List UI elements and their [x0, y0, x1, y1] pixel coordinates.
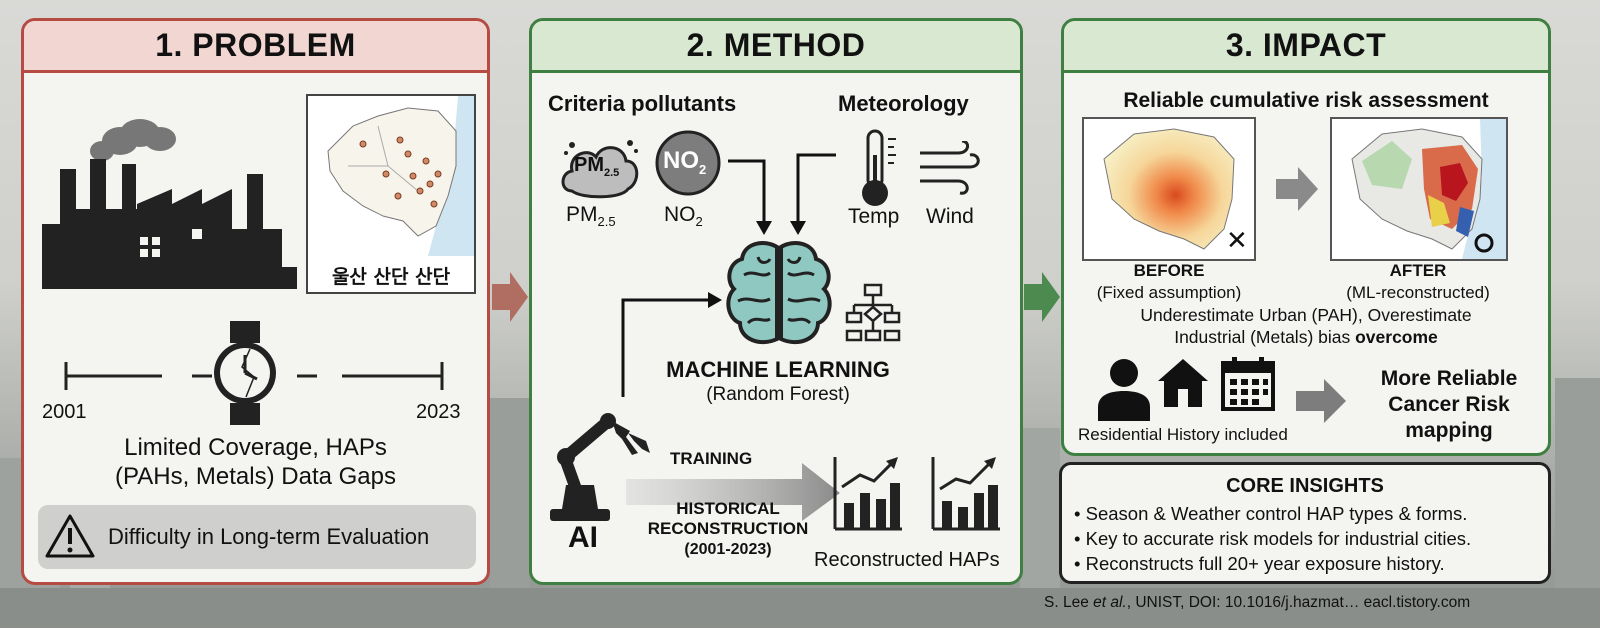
reconstructed-chart-icon-2 — [931, 457, 1000, 531]
map-label: 울산 산단 산단 — [331, 266, 451, 288]
reliable-line-1: More Reliable — [1380, 367, 1518, 390]
ai-label: AI — [568, 521, 598, 554]
after-map: ○ — [1330, 117, 1508, 261]
after-title: AFTER — [1389, 261, 1447, 280]
before-title: BEFORE — [1133, 261, 1205, 280]
after-o-mark: ○ — [1332, 119, 1333, 120]
pm25-label: PM2.5 — [566, 203, 616, 230]
criteria-heading: Criteria pollutants — [548, 91, 737, 116]
reliable-arrow — [1296, 379, 1346, 423]
before-map-graphic: ✕ — [1103, 128, 1248, 256]
pm25-icon-text: PM2.5 — [574, 154, 620, 179]
before-x-mark: ✕ — [1226, 226, 1248, 256]
reliable-line-3: mapping — [1405, 419, 1493, 442]
bias-line-1: Underestimate Urban (PAH), Overestimate — [1140, 305, 1472, 325]
coverage-line-1: Limited Coverage, HAPs — [124, 434, 387, 461]
insights-title: CORE INSIGHTS — [1226, 475, 1384, 497]
impact-title: 3. IMPACT — [1064, 21, 1548, 73]
after-o-mark-shape — [1474, 233, 1494, 253]
core-insights-box: CORE INSIGHTS • Season & Weather control… — [1059, 462, 1551, 584]
before-after-arrow — [1276, 167, 1318, 211]
map-graphic — [308, 96, 474, 256]
decision-tree-icon — [845, 283, 901, 342]
pm25-cloud-icon — [561, 140, 639, 199]
historical-line-1: HISTORICAL — [676, 499, 780, 518]
warning-icon — [45, 514, 95, 558]
insight-item: • Key to accurate risk models for indust… — [1074, 528, 1472, 549]
historical-line-3: (2001-2023) — [684, 541, 772, 558]
ml-subtitle: (Random Forest) — [706, 384, 850, 405]
timeline-end: 2023 — [416, 401, 461, 423]
reconstructed-chart-icon-1 — [833, 457, 902, 531]
after-subtitle: (ML-reconstructed) — [1346, 283, 1490, 302]
timeline — [64, 362, 444, 390]
method-title: 2. METHOD — [532, 21, 1020, 73]
no2-icon-text: NO2 — [663, 147, 707, 177]
brain-icon — [726, 241, 832, 345]
warning-text: Difficulty in Long-term Evaluation — [108, 524, 430, 549]
no2-label: NO2 — [664, 203, 703, 230]
after-map-graphic: ○ — [1332, 119, 1506, 259]
reliable-line-2: Cancer Risk — [1388, 393, 1510, 416]
citation: S. Lee et al., UNIST, DOI: 10.1016/j.haz… — [1044, 594, 1471, 611]
ulsan-map: 울산 산단 산단 — [306, 94, 476, 294]
timeline-start: 2001 — [42, 401, 87, 423]
person-icon — [1098, 359, 1150, 421]
problem-title: 1. PROBLEM — [24, 21, 487, 73]
bias-line-2: Industrial (Metals) bias overcome — [1174, 327, 1438, 347]
factory-icon — [42, 119, 297, 289]
broken-watch-icon — [214, 321, 276, 425]
impact-panel: 3. IMPACT Reliable cumulative risk asses… — [1061, 18, 1551, 456]
arrow-problem-to-method — [492, 272, 528, 322]
arrow-method-to-impact — [1024, 272, 1060, 322]
insight-item: • Reconstructs full 20+ year exposure hi… — [1074, 553, 1445, 574]
before-map: ✕ — [1082, 117, 1256, 261]
ml-title: MACHINE LEARNING — [666, 357, 890, 382]
temp-label: Temp — [848, 205, 900, 228]
impact-subtitle: Reliable cumulative risk assessment — [1123, 89, 1489, 112]
robot-arm-icon — [550, 413, 650, 521]
training-arrow — [626, 463, 840, 521]
wind-label: Wind — [926, 205, 974, 228]
historical-line-2: RECONSTRUCTION — [647, 519, 809, 538]
method-panel: 2. METHOD Criteria pollutants Meteorolog… — [529, 18, 1023, 585]
no2-icon — [655, 130, 721, 196]
warning-box: Difficulty in Long-term Evaluation — [38, 505, 476, 569]
wind-icon — [920, 141, 980, 195]
reconstructed-label: Reconstructed HAPs — [814, 549, 1000, 571]
residential-label: Residential History included — [1078, 425, 1288, 444]
meteorology-heading: Meteorology — [838, 91, 969, 116]
problem-panel: 1. PROBLEM — [21, 18, 490, 585]
coverage-line-2: (PAHs, Metals) Data Gaps — [115, 463, 396, 490]
before-subtitle: (Fixed assumption) — [1096, 283, 1242, 302]
training-label: TRAINING — [670, 449, 753, 468]
house-icon — [1158, 359, 1208, 407]
insight-item: • Season & Weather control HAP types & f… — [1074, 503, 1468, 524]
calendar-icon — [1221, 357, 1275, 411]
thermometer-icon — [862, 129, 896, 206]
connector-arrows — [621, 153, 836, 397]
